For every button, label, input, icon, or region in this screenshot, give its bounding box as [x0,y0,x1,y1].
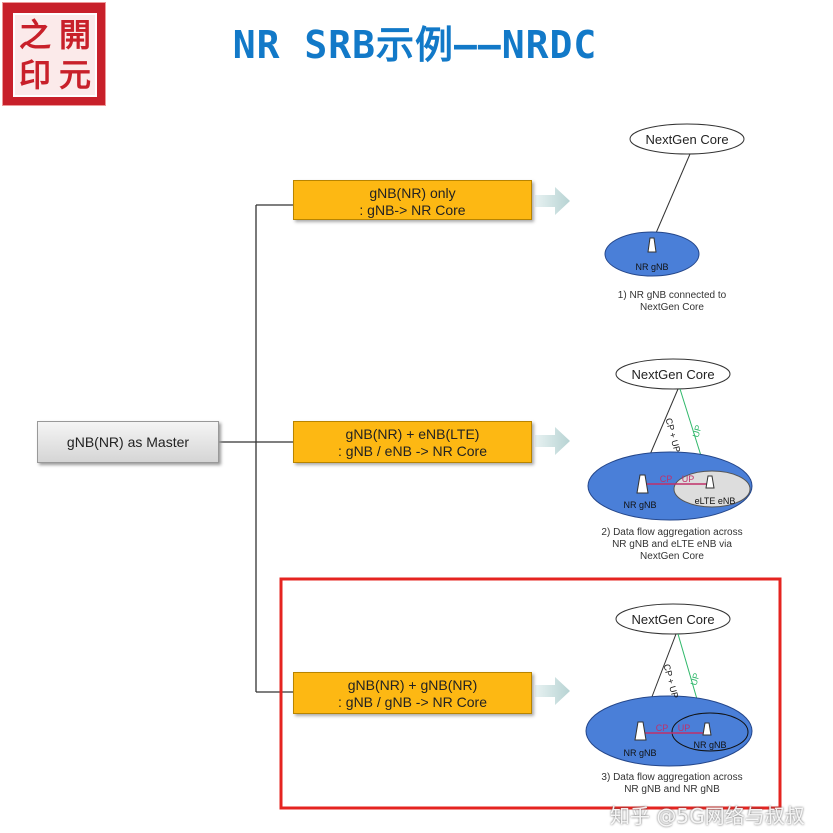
arrow-icons [535,187,570,705]
node-label: eLTE eNB [695,496,736,506]
cp-label: CP [656,723,669,733]
option-line: gNB(NR) + eNB(LTE) [345,426,480,442]
option-line: : gNB / eNB -> NR Core [338,443,487,459]
node-label: NR gNB [623,500,656,510]
master-node-box: gNB(NR) as Master [37,421,219,463]
option-line: gNB(NR) only [369,185,456,201]
logo-seal: 之 開 印 元 [2,2,106,106]
highlight-box [279,577,782,810]
up-link-label: UP [691,424,704,439]
cp-up-label: CP + UP [662,663,681,700]
core-label: NextGen Core [645,132,728,147]
logo-char: 之 [18,16,51,54]
arrow-icon [535,187,570,215]
option-box-nr-lte: gNB(NR) + eNB(LTE): gNB / eNB -> NR Core [293,421,532,463]
option-line: gNB(NR) + gNB(NR) [347,677,478,693]
option-box-nr-only: gNB(NR) only: gNB-> NR Core [293,180,532,220]
node-label: NR gNB [623,748,656,758]
tree-connectors [217,204,293,693]
arrow-icon [535,427,570,455]
option-box-nr-nr: gNB(NR) + gNB(NR): gNB / gNB -> NR Core [293,672,532,714]
logo-char: 開 [58,16,91,54]
logo-char: 元 [58,56,91,94]
core-label: NextGen Core [631,367,714,382]
arrow-icon [535,677,570,705]
diagram-1 [604,123,745,277]
up-label: UP [678,723,691,733]
watermark: 知乎 @5G网络与叔叔 [610,804,805,828]
node-label: NR gNB [635,262,668,272]
diagram-2 [587,358,753,521]
cp-label: CP [660,474,673,484]
option-line: : gNB / gNB -> NR Core [338,694,487,710]
diagram-3 [585,603,753,767]
logo-char: 印 [18,56,51,94]
up-link-label: UP [689,672,702,687]
node-label: NR gNB [693,740,726,750]
cp-up-label: CP + UP [664,417,683,454]
up-label: UP [682,474,695,484]
core-label: NextGen Core [631,612,714,627]
page-title: NR SRB示例——NRDC [232,23,598,67]
option-line: : gNB-> NR Core [359,202,466,218]
